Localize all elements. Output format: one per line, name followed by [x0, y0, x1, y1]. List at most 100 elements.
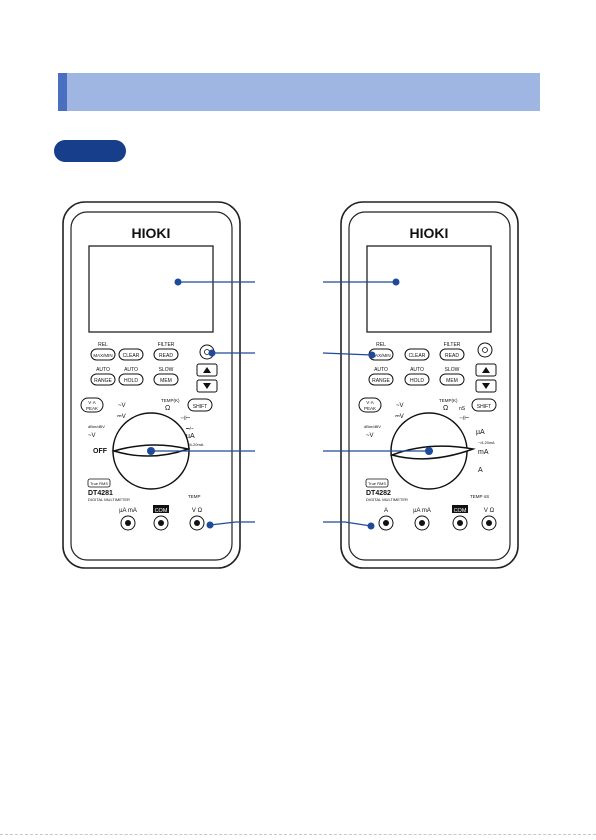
dial-ua-label: µA: [476, 429, 485, 436]
lcd-display: [366, 245, 492, 333]
terminal-v-ohm-label: V Ω: [484, 508, 495, 514]
label-filter: FILTER: [444, 342, 461, 348]
callout-line-terminal-left: [209, 521, 255, 526]
dial-vac-label: ~V: [118, 403, 126, 409]
true-rms-label: True RMS: [90, 481, 108, 486]
model-label: DT4281: [88, 490, 113, 497]
dial-dbm-label: dBm/dBV: [364, 424, 381, 429]
subtitle-label: DIGITAL MULTIMETER: [88, 497, 130, 502]
dial-temp-label: TEMP(K): [161, 398, 180, 403]
callout-line-terminal-right: [323, 521, 372, 527]
terminal-com-hole: [457, 520, 463, 526]
meter-dt4282: HIOKI REL MAX/MIN CLEAR FILTER READ AUTO…: [340, 201, 519, 569]
terminal-ua-ma-hole: [125, 520, 131, 526]
peak-top-label: V·A: [88, 400, 96, 405]
clear-button[interactable]: [404, 348, 430, 361]
dial-temp-label: TEMP(K): [439, 398, 458, 403]
maxmin-label: MAX/MIN: [371, 353, 390, 358]
hold-button[interactable]: [404, 373, 430, 386]
label-filter: FILTER: [158, 342, 175, 348]
dial-ma-label: mA: [478, 449, 489, 456]
up-arrow-icon: [482, 367, 490, 373]
range-button[interactable]: [368, 373, 394, 386]
label-slow: SLOW: [159, 367, 174, 373]
dial-ma-range-label: ~/4-20mA: [478, 441, 495, 445]
terminal-v-ohm-hole: [486, 520, 492, 526]
hold-button[interactable]: [118, 373, 144, 386]
down-arrow-icon: [203, 383, 211, 389]
callout-lines: [151, 281, 429, 527]
shift-label: SHIFT: [193, 404, 207, 410]
clear-button[interactable]: [118, 348, 144, 361]
hold-label: HOLD: [410, 378, 424, 384]
terminal-com-label: COM: [454, 508, 467, 514]
dial-vac2-label: ~V: [366, 433, 374, 439]
terminal-a-hole: [383, 520, 389, 526]
peak-label: PEAK: [86, 406, 98, 411]
shift-button[interactable]: [471, 398, 497, 412]
section-header-bar: [58, 73, 540, 111]
true-rms-label: True RMS: [368, 481, 386, 486]
page-crop-line: [0, 834, 596, 835]
backlight-button[interactable]: [477, 342, 493, 358]
label-auto-hold: AUTO: [410, 367, 424, 373]
terminal-temp-label: TEMP nS: [470, 494, 489, 499]
range-button[interactable]: [90, 373, 116, 386]
dial-ns-label: nS: [459, 406, 466, 412]
dial-vac-label: ~V: [396, 403, 404, 409]
dial-a-label: A: [478, 467, 483, 474]
dial-ma-range-label: ~/4-20mA: [186, 442, 204, 447]
clear-label: CLEAR: [123, 353, 140, 359]
maxmin-label: MAX/MIN: [93, 353, 112, 358]
dial-off-label: OFF: [93, 448, 108, 455]
terminal-a-label: A: [384, 508, 388, 514]
label-auto-hold: AUTO: [124, 367, 138, 373]
light-icon: [482, 347, 488, 353]
terminal-com-hole: [158, 520, 164, 526]
true-rms-badge: [87, 478, 111, 488]
mem-label: MEM: [446, 378, 458, 384]
dial-vdc-label: ⎓V: [117, 414, 126, 420]
range-label: RANGE: [372, 378, 390, 384]
peak-top-label: V·A: [366, 400, 374, 405]
section-header-accent: [58, 73, 67, 111]
read-label: READ: [159, 353, 173, 359]
terminal-com-label: COM: [155, 508, 168, 514]
brand-logo: HIOKI: [410, 225, 449, 241]
dial-cap-label: ⊣⊢: [459, 415, 469, 422]
mem-label: MEM: [160, 378, 172, 384]
read-button[interactable]: [153, 348, 179, 361]
hold-label: HOLD: [124, 378, 138, 384]
dial-ohm-label: Ω: [443, 405, 448, 412]
model-label: DT4282: [366, 490, 391, 497]
maxmin-button[interactable]: [90, 348, 116, 361]
read-label: READ: [445, 353, 459, 359]
terminal-v-ohm-label: V Ω: [192, 508, 203, 514]
meter-dt4281: HIOKI REL MAX/MIN CLEAR FILTER READ AUTO…: [62, 201, 241, 569]
step-pill: [54, 140, 126, 162]
range-label: RANGE: [94, 378, 112, 384]
subtitle-label: DIGITAL MULTIMETER: [366, 497, 408, 502]
read-button[interactable]: [439, 348, 465, 361]
true-rms-badge: [365, 478, 389, 488]
terminal-temp-label: TEMP: [188, 494, 201, 499]
label-slow: SLOW: [445, 367, 460, 373]
mem-button[interactable]: [439, 373, 465, 386]
dial-dbm-label: dBm/dBV: [88, 424, 105, 429]
peak-button[interactable]: [80, 397, 104, 413]
dial-cap-label: ⊣⊢: [180, 415, 190, 422]
terminal-v-ohm-hole: [194, 520, 200, 526]
dial-vac2-label: ~V: [88, 433, 96, 439]
callout-line-maxmin-right: [322, 352, 373, 356]
label-rel: REL: [98, 342, 108, 348]
shift-button[interactable]: [187, 398, 213, 412]
shift-label: SHIFT: [477, 404, 491, 410]
mem-button[interactable]: [153, 373, 179, 386]
brand-logo: HIOKI: [132, 225, 171, 241]
up-arrow-icon: [203, 367, 211, 373]
terminal-ua-ma-label: µA mA: [413, 508, 431, 514]
label-rel: REL: [376, 342, 386, 348]
com-badge: [153, 505, 169, 513]
dial-ua-ac-label: ⎓/~: [186, 426, 194, 431]
peak-button[interactable]: [358, 397, 382, 413]
